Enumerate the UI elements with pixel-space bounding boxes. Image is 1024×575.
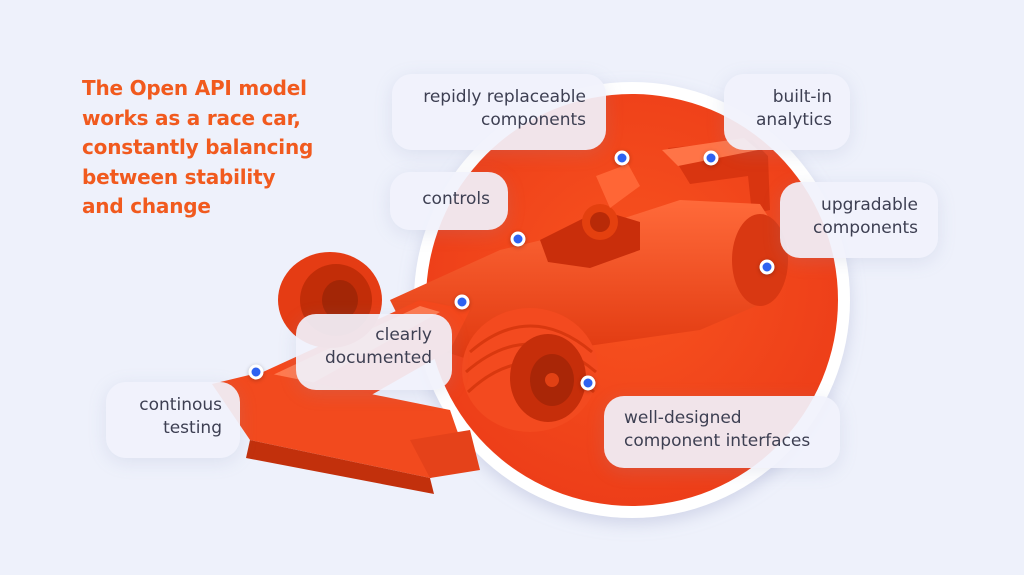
label-controls: controls xyxy=(390,172,508,230)
marker-dot-replaceable xyxy=(614,150,630,166)
label-clearly-documented: clearly documented xyxy=(296,314,452,390)
label-upgradable-components: upgradable components xyxy=(780,182,938,258)
label-built-in-analytics: built-in analytics xyxy=(724,74,850,150)
marker-dot-analytics xyxy=(703,150,719,166)
marker-dot-testing xyxy=(248,364,264,380)
label-replaceable-components: repidly replaceable components xyxy=(392,74,606,150)
label-component-interfaces: well-designed component interfaces xyxy=(604,396,840,468)
headline: The Open API model works as a race car, … xyxy=(82,76,314,218)
marker-dot-interfaces xyxy=(580,375,596,391)
marker-dot-controls xyxy=(510,231,526,247)
front-tyre xyxy=(462,308,598,432)
marker-dot-upgradable xyxy=(759,259,775,275)
marker-dot-documented xyxy=(454,294,470,310)
rear-right-tyre xyxy=(732,214,788,306)
label-continuous-testing: continous testing xyxy=(106,382,240,458)
